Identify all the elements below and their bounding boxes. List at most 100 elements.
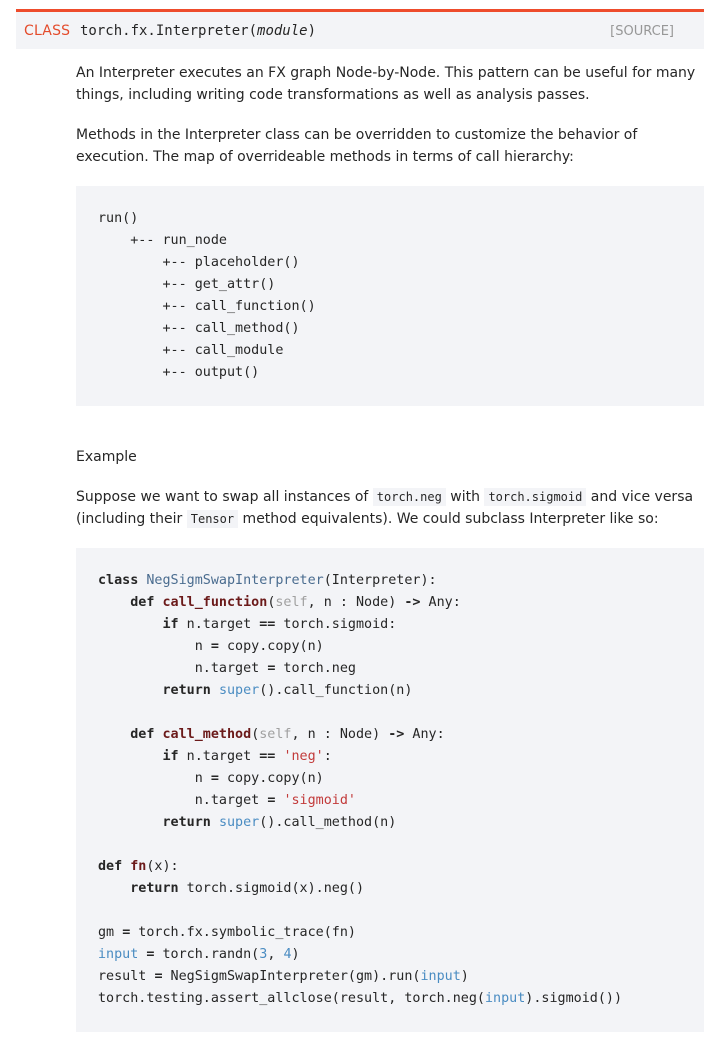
code-token: 'neg' bbox=[283, 749, 324, 764]
code-token: : bbox=[323, 749, 332, 764]
code-token: self bbox=[275, 595, 308, 610]
code-token: input bbox=[484, 991, 526, 1006]
code-line: torch.testing.assert_allclose(result, to… bbox=[98, 988, 682, 1010]
code-line: def call_method(self, n : Node) -> Any: bbox=[98, 724, 682, 746]
code-line: +-- placeholder() bbox=[98, 255, 300, 270]
class-signature: CLASS torch.fx.Interpreter(module) [SOUR… bbox=[16, 9, 704, 49]
code-token: return bbox=[130, 881, 179, 896]
code-token: ().call_method(n) bbox=[259, 815, 397, 830]
code-token: fn bbox=[130, 859, 147, 874]
code-line bbox=[98, 900, 682, 922]
code-token: result bbox=[98, 969, 155, 984]
code-token: torch.sigmoid(x).neg() bbox=[178, 881, 365, 896]
code-line: +-- call_module bbox=[98, 343, 284, 358]
code-token: super bbox=[218, 815, 260, 830]
code-token: 4 bbox=[283, 947, 292, 962]
code-token: ).sigmoid()) bbox=[525, 991, 623, 1006]
code-token: class bbox=[98, 573, 139, 588]
example-text: with bbox=[445, 489, 485, 505]
example-text: and vice versa (including their bbox=[76, 489, 694, 527]
example-code-block: class NegSigmSwapInterpreter(Interpreter… bbox=[76, 548, 704, 1032]
code-line: n = copy.copy(n) bbox=[98, 636, 682, 658]
code-text: +-- run_node bbox=[98, 233, 227, 248]
code-token: def bbox=[130, 595, 155, 610]
code-token: n.target bbox=[178, 617, 260, 632]
code-line: +-- get_attr() bbox=[98, 277, 276, 292]
code-line: +-- run_node bbox=[98, 230, 682, 252]
code-token: ( bbox=[251, 727, 260, 742]
code-line: +-- output() bbox=[98, 365, 260, 380]
code-token: ().call_function(n) bbox=[259, 683, 413, 698]
code-token: == bbox=[259, 617, 276, 632]
code-line: result = NegSigmSwapInterpreter(gm).run(… bbox=[98, 966, 682, 988]
code-token: , bbox=[267, 947, 284, 962]
code-token: gm bbox=[98, 925, 123, 940]
code-token: ) bbox=[460, 969, 469, 984]
code-token: NegSigmSwapInterpreter(gm).run( bbox=[162, 969, 421, 984]
code-line bbox=[98, 702, 682, 724]
code-token: (Interpreter): bbox=[323, 573, 437, 588]
code-token: -> bbox=[404, 595, 421, 610]
code-token: copy.copy(n) bbox=[218, 771, 324, 786]
code-line: return super().call_method(n) bbox=[98, 812, 682, 834]
code-line bbox=[98, 834, 682, 856]
code-token: n bbox=[98, 639, 211, 654]
code-token: -> bbox=[388, 727, 405, 742]
code-token: torch.randn( bbox=[154, 947, 260, 962]
code-line: n.target = torch.neg bbox=[98, 658, 682, 680]
class-label: CLASS bbox=[24, 23, 71, 39]
code-token: == bbox=[259, 749, 276, 764]
code-line: return super().call_function(n) bbox=[98, 680, 682, 702]
example-heading: Example bbox=[76, 449, 137, 465]
code-token bbox=[154, 595, 162, 610]
code-token: Any: bbox=[404, 727, 445, 742]
code-token bbox=[98, 683, 163, 698]
code-line: def call_function(self, n : Node) -> Any… bbox=[98, 592, 682, 614]
code-line: def fn(x): bbox=[98, 856, 682, 878]
code-token: = bbox=[210, 771, 219, 786]
code-token: , n : Node) bbox=[291, 727, 389, 742]
code-token: , n : Node) bbox=[307, 595, 405, 610]
code-token: if bbox=[162, 617, 179, 632]
code-line: +-- call_function() bbox=[98, 299, 316, 314]
example-text: Suppose we want to swap all instances of bbox=[76, 489, 373, 505]
code-token: input bbox=[420, 969, 461, 984]
code-token: torch.neg bbox=[275, 661, 356, 676]
code-line: gm = torch.fx.symbolic_trace(fn) bbox=[98, 922, 682, 944]
code-token: (x): bbox=[146, 859, 179, 874]
code-token bbox=[98, 749, 163, 764]
code-token: call_function bbox=[162, 595, 268, 610]
inline-code-torch-sigmoid: torch.sigmoid bbox=[484, 488, 587, 506]
class-param: module bbox=[257, 23, 308, 39]
code-token: input bbox=[98, 947, 139, 962]
code-token: torch.fx.symbolic_trace(fn) bbox=[130, 925, 356, 940]
code-token bbox=[98, 815, 163, 830]
code-token bbox=[98, 595, 130, 610]
class-name-close: ) bbox=[307, 23, 317, 39]
code-token: return bbox=[162, 815, 211, 830]
inline-code-tensor: Tensor bbox=[186, 510, 239, 528]
code-line: if n.target == torch.sigmoid: bbox=[98, 614, 682, 636]
code-token: = bbox=[154, 969, 163, 984]
code-token: = bbox=[267, 793, 276, 808]
code-line: class NegSigmSwapInterpreter(Interpreter… bbox=[98, 570, 682, 592]
code-line: run() bbox=[98, 211, 139, 226]
code-token: NegSigmSwapInterpreter bbox=[146, 573, 324, 588]
code-token: = bbox=[146, 947, 155, 962]
inline-code-torch-neg: torch.neg bbox=[372, 488, 446, 506]
code-token: = bbox=[267, 661, 276, 676]
code-token bbox=[211, 815, 219, 830]
code-token: self bbox=[259, 727, 292, 742]
override-paragraph: Methods in the Interpreter class can be … bbox=[76, 127, 638, 165]
source-link[interactable]: [SOURCE] bbox=[610, 24, 674, 39]
example-text: method equivalents). We could subclass I… bbox=[238, 511, 659, 527]
code-token: return bbox=[162, 683, 211, 698]
code-line: if n.target == 'neg': bbox=[98, 746, 682, 768]
code-token: def bbox=[98, 859, 123, 874]
code-token: = bbox=[122, 925, 131, 940]
code-token: n.target bbox=[98, 793, 268, 808]
code-token: Any: bbox=[420, 595, 461, 610]
code-token: call_method bbox=[162, 727, 252, 742]
code-token: 'sigmoid' bbox=[283, 793, 356, 808]
code-token: n.target bbox=[98, 661, 268, 676]
